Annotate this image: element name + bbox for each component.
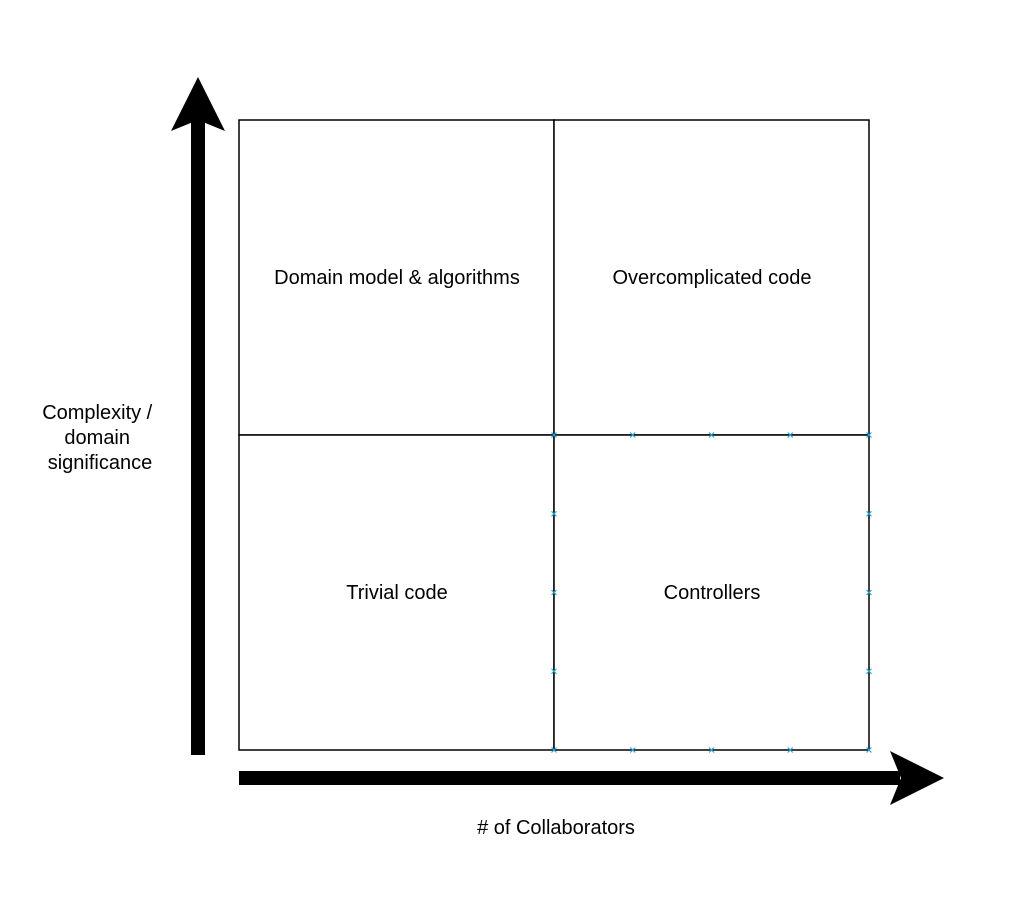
- quadrant-bottom-right[interactable]: [553, 434, 870, 751]
- selection-handle[interactable]: [866, 589, 872, 596]
- selection-handle[interactable]: [551, 589, 557, 596]
- x-axis-arrow: [239, 751, 944, 805]
- selection-handle[interactable]: [708, 747, 715, 753]
- y-axis-label-line-3: significance: [48, 452, 153, 474]
- selection-handle[interactable]: [708, 432, 715, 438]
- selection-handles[interactable]: [551, 432, 872, 753]
- selection-handle[interactable]: [551, 747, 557, 753]
- selection-handle[interactable]: [551, 510, 557, 517]
- x-axis-label: # of Collaborators: [477, 817, 635, 839]
- y-axis-label: Complexity / domain significance: [42, 402, 158, 474]
- y-axis-arrowhead: [171, 77, 225, 131]
- quadrant-label-bottom-right: Controllers: [664, 582, 761, 604]
- selection-handle[interactable]: [551, 432, 557, 438]
- quadrant-top-left[interactable]: [238, 119, 555, 436]
- quadrant-bottom-left[interactable]: [238, 434, 555, 751]
- selection-handle[interactable]: [551, 668, 557, 675]
- selection-handle[interactable]: [787, 432, 794, 438]
- quadrant-label-bottom-left: Trivial code: [346, 582, 448, 604]
- quadrant-label-top-left: Domain model & algorithms: [274, 267, 520, 289]
- quadrant-top-right[interactable]: [553, 119, 870, 436]
- selection-handle[interactable]: [866, 510, 872, 517]
- selection-handle[interactable]: [866, 432, 872, 438]
- x-axis-arrowhead: [890, 751, 944, 805]
- selection-handle[interactable]: [787, 747, 794, 753]
- y-axis-label-line-1: Complexity /: [42, 402, 152, 424]
- selection-handle[interactable]: [866, 747, 872, 753]
- y-axis-label-line-2: domain: [64, 427, 130, 449]
- selection-handle[interactable]: [866, 668, 872, 675]
- selection-handle[interactable]: [629, 747, 636, 753]
- selection-handle[interactable]: [629, 432, 636, 438]
- quadrant-label-top-right: Overcomplicated code: [613, 267, 812, 289]
- y-axis-arrow: [171, 77, 225, 755]
